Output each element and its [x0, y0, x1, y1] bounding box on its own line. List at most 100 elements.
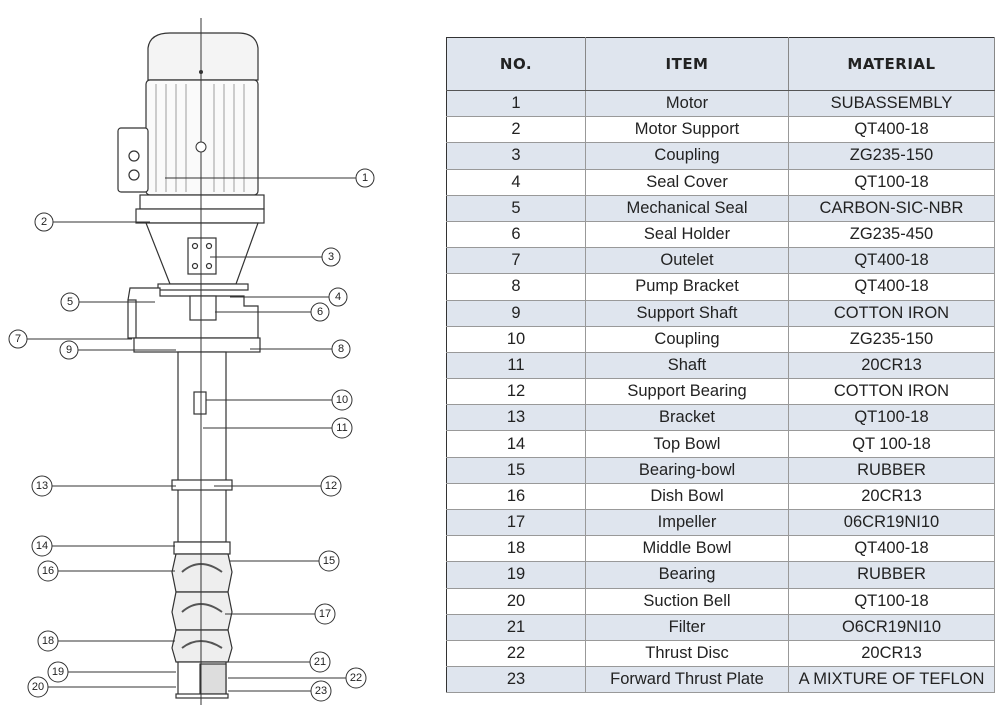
cell-no: 18 [446, 535, 586, 563]
cell-no: 23 [446, 666, 586, 694]
header-item: ITEM [585, 37, 789, 91]
callout-21: 21 [309, 651, 331, 673]
svg-text:14: 14 [36, 540, 48, 552]
cell-item: Support Bearing [585, 378, 789, 406]
cell-item: Pump Bracket [585, 273, 789, 301]
svg-text:19: 19 [52, 666, 64, 678]
cell-item: Motor [585, 90, 789, 118]
cell-no: 20 [446, 588, 586, 615]
cell-no: 5 [446, 195, 586, 222]
svg-text:22: 22 [350, 672, 362, 684]
cell-material: SUBASSEMBLY [788, 90, 995, 118]
cell-item: Coupling [585, 326, 789, 353]
motor-cap [147, 32, 259, 81]
header-no: NO. [446, 37, 586, 91]
cell-item: Seal Cover [585, 169, 789, 196]
cell-material: 20CR13 [788, 640, 995, 668]
cell-no: 7 [446, 247, 586, 275]
callout-9: 9 [59, 340, 79, 360]
cell-no: 9 [446, 300, 586, 327]
svg-text:2: 2 [41, 216, 47, 228]
svg-text:9: 9 [66, 344, 72, 356]
svg-text:3: 3 [328, 251, 334, 263]
table-header-row: NO. ITEM MATERIAL [446, 37, 995, 91]
cell-material: O6CR19NI10 [788, 614, 995, 641]
svg-text:15: 15 [323, 555, 335, 567]
cell-material: ZG235-450 [788, 221, 995, 249]
svg-text:8: 8 [338, 343, 344, 355]
cell-item: Seal Holder [585, 221, 789, 249]
cell-item: Dish Bowl [585, 483, 789, 511]
cell-material: QT400-18 [788, 273, 995, 301]
cell-no: 19 [446, 561, 586, 589]
column-pipe [177, 351, 227, 543]
cell-no: 1 [446, 90, 586, 118]
cell-no: 10 [446, 326, 586, 353]
callout-17: 17 [314, 603, 336, 625]
cell-material: QT100-18 [788, 169, 995, 196]
callout-3: 3 [321, 247, 341, 267]
cell-no: 22 [446, 640, 586, 668]
callout-22: 22 [345, 667, 367, 689]
cell-no: 3 [446, 142, 586, 170]
svg-text:16: 16 [42, 565, 54, 577]
cell-material: 06CR19NI10 [788, 509, 995, 537]
cell-material: QT400-18 [788, 535, 995, 563]
cell-material: QT400-18 [788, 247, 995, 275]
svg-text:4: 4 [335, 291, 341, 303]
cell-no: 6 [446, 221, 586, 249]
cell-material: RUBBER [788, 561, 995, 589]
cell-item: Bearing [585, 561, 789, 589]
cell-material: CARBON-SIC-NBR [788, 195, 995, 222]
callout-2: 2 [34, 212, 54, 232]
bowl-3 [171, 629, 233, 663]
cell-item: Coupling [585, 142, 789, 170]
callout-16: 16 [37, 560, 59, 582]
callout-6: 6 [310, 302, 330, 322]
bowl-1 [171, 553, 233, 593]
bowl-2 [171, 591, 233, 631]
svg-text:21: 21 [314, 656, 326, 668]
cell-material: ZG235-150 [788, 326, 995, 353]
header-material: MATERIAL [788, 37, 995, 91]
cell-no: 15 [446, 457, 586, 484]
cell-material: RUBBER [788, 457, 995, 484]
cell-no: 8 [446, 273, 586, 301]
svg-text:1: 1 [362, 172, 368, 184]
cell-no: 14 [446, 430, 586, 458]
cell-item: Bearing-bowl [585, 457, 789, 484]
callout-5: 5 [60, 292, 80, 312]
cell-material: QT100-18 [788, 588, 995, 615]
cell-no: 4 [446, 169, 586, 196]
cell-item: Top Bowl [585, 430, 789, 458]
cell-material: 20CR13 [788, 483, 995, 511]
cell-material: COTTON IRON [788, 378, 995, 406]
cell-material: QT 100-18 [788, 430, 995, 458]
cell-no: 17 [446, 509, 586, 537]
callout-18: 18 [37, 630, 59, 652]
callout-7: 7 [8, 329, 28, 349]
cell-item: Thrust Disc [585, 640, 789, 668]
svg-text:23: 23 [315, 685, 327, 697]
cell-no: 16 [446, 483, 586, 511]
motor-flange [139, 194, 265, 210]
svg-text:10: 10 [336, 394, 348, 406]
svg-text:18: 18 [42, 635, 54, 647]
